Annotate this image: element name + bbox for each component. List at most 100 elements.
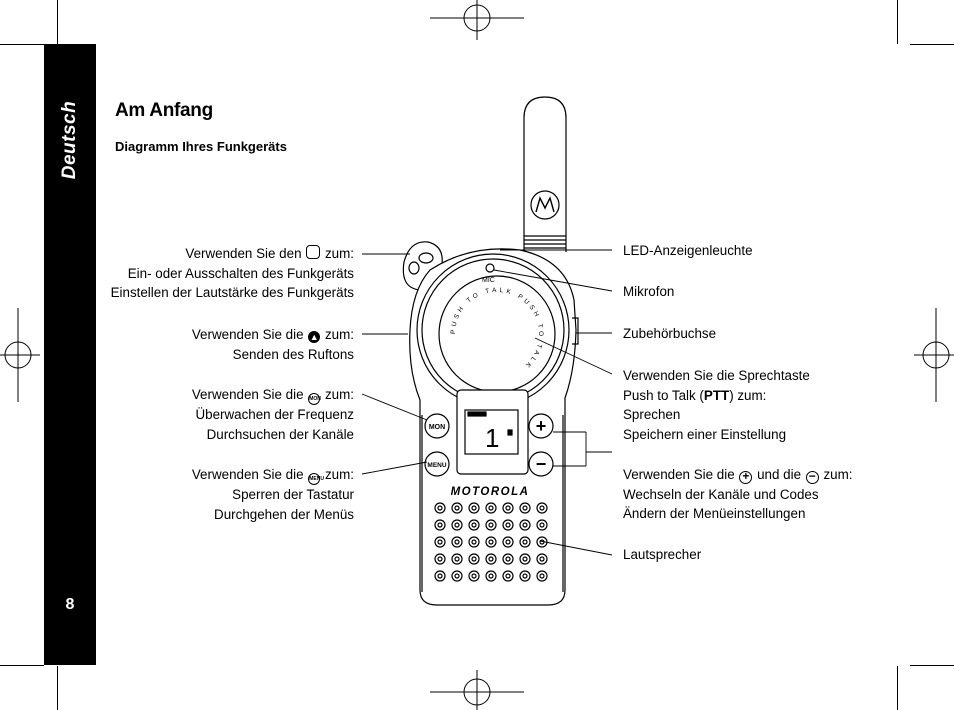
crop-mark: [910, 44, 954, 45]
plus-circle-icon: +: [739, 470, 753, 484]
menu-button-icon: MENU: [308, 473, 324, 485]
crop-mark: [897, 0, 898, 44]
speaker-hole-center: [539, 505, 545, 511]
speaker-hole: [485, 519, 497, 531]
crop-mark: [0, 44, 44, 45]
speaker-hole-center: [505, 505, 511, 511]
antenna: [523, 96, 567, 252]
callout-ptt: Verwenden Sie die Sprechtaste Push to Ta…: [623, 368, 810, 442]
speaker-hole-center: [454, 522, 460, 528]
speaker-hole-center: [539, 522, 545, 528]
battery-icon: [467, 411, 487, 417]
speaker-hole: [485, 570, 497, 582]
accessory-jack: [572, 317, 579, 345]
speaker-hole: [468, 502, 480, 514]
speaker-hole: [519, 519, 531, 531]
section-subtitle: Diagramm Ihres Funkgeräts: [115, 139, 287, 154]
crop-mark: [57, 0, 58, 44]
crop-mark: [897, 666, 898, 710]
speaker-hole-center: [505, 556, 511, 562]
plus-button-label: +: [536, 416, 547, 436]
speaker-hole-center: [505, 522, 511, 528]
speaker-hole: [434, 536, 446, 548]
speaker-hole: [502, 553, 514, 565]
speaker-hole: [434, 570, 446, 582]
crop-mark: [57, 666, 58, 710]
crop-mark: [910, 665, 954, 666]
page-number: 8: [65, 596, 75, 613]
plus-button: [528, 413, 554, 439]
speaker-hole: [519, 553, 531, 565]
speaker-hole-center: [454, 539, 460, 545]
mic-label: MIC: [482, 277, 495, 284]
callout-mic: Mikrofon: [623, 284, 675, 299]
callout-speaker: Lautsprecher: [623, 547, 702, 562]
speaker-hole: [536, 502, 548, 514]
speaker-hole-center: [488, 539, 494, 545]
callout-plus-minus: Verwenden Sie die + und die − zum: Wechs…: [623, 467, 853, 521]
speaker-hole-center: [454, 505, 460, 511]
minus-button: [528, 451, 554, 477]
speaker-hole: [434, 519, 446, 531]
speaker-hole: [451, 502, 463, 514]
speaker-hole-center: [471, 556, 477, 562]
speaker-hole-center: [471, 539, 477, 545]
speaker-hole: [536, 519, 548, 531]
speaker-hole: [502, 570, 514, 582]
speaker-hole: [502, 519, 514, 531]
callout-knob: Verwenden Sie den zum: Ein- oder Ausscha…: [110, 245, 354, 300]
speaker-hole-center: [471, 505, 477, 511]
speaker-hole: [519, 502, 531, 514]
speaker-hole-center: [471, 522, 477, 528]
speaker-hole-center: [505, 573, 511, 579]
speaker-hole: [451, 519, 463, 531]
speaker-hole: [468, 553, 480, 565]
brand-logo-text: MOTOROLA: [451, 486, 530, 498]
speaker-hole: [536, 553, 548, 565]
menu-button: [424, 451, 450, 477]
speaker-hole: [434, 502, 446, 514]
minus-button-label: −: [536, 454, 547, 474]
speaker-hole-center: [522, 573, 528, 579]
knob-icon: [306, 245, 321, 259]
callout-menu-button: Verwenden Sie die MENU zum: Sperren der …: [191, 467, 354, 522]
speaker-hole: [451, 570, 463, 582]
speaker-hole-center: [454, 573, 460, 579]
speaker-hole: [502, 502, 514, 514]
speaker-hole-center: [522, 539, 528, 545]
callout-mon-button: Verwenden Sie die MON zum: Überwachen de…: [191, 387, 354, 442]
speaker-hole: [519, 570, 531, 582]
speaker-hole-center: [539, 573, 545, 579]
speaker-hole: [502, 536, 514, 548]
speaker-grille: [434, 502, 548, 582]
speaker-hole: [451, 553, 463, 565]
speaker-hole-center: [522, 522, 528, 528]
speaker-hole-center: [471, 573, 477, 579]
speaker-hole: [451, 536, 463, 548]
speaker-hole-center: [522, 556, 528, 562]
mon-button: [424, 413, 450, 439]
speaker-hole: [434, 553, 446, 565]
speaker-hole: [468, 570, 480, 582]
menu-button-label: MENU: [427, 462, 446, 469]
speaker-hole-center: [488, 505, 494, 511]
speaker-hole-center: [437, 522, 443, 528]
speaker-hole-center: [522, 505, 528, 511]
speaker-hole: [519, 536, 531, 548]
speaker-hole: [485, 553, 497, 565]
callout-jack: Zubehörbuchse: [623, 326, 717, 341]
language-tab: [44, 44, 96, 665]
mic-hole: [485, 263, 495, 273]
callout-led: LED-Anzeigenleuchte: [623, 243, 753, 258]
leader-lines: [361, 249, 613, 556]
channel-digit: 1: [485, 423, 499, 453]
callout-call-button: Verwenden Sie die ▲ zum: Senden des Ruft…: [191, 327, 354, 362]
mon-button-icon: MON: [308, 393, 321, 405]
speaker-hole-center: [437, 539, 443, 545]
speaker-hole-center: [505, 539, 511, 545]
call-bell-icon: ▲: [308, 331, 321, 343]
crop-mark: [0, 665, 44, 666]
speaker-hole-center: [539, 556, 545, 562]
